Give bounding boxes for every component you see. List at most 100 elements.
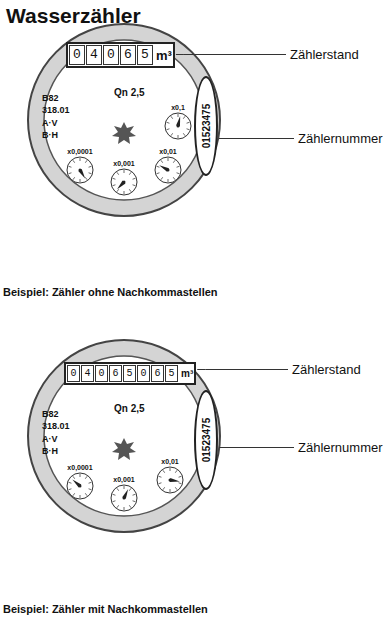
dial-multiplier: x0,0001 <box>67 464 92 471</box>
dial-tick <box>170 489 171 492</box>
dial-tick <box>117 505 119 507</box>
dial-tick <box>159 476 162 478</box>
dial <box>67 473 93 499</box>
dial <box>165 113 191 139</box>
dial-tick <box>113 184 116 186</box>
dial-multiplier: x0,01 <box>159 148 177 155</box>
counter-digit: 4 <box>86 45 102 65</box>
dial-tick <box>177 172 180 174</box>
dial-hub <box>167 169 170 172</box>
dial-tick <box>113 494 116 496</box>
dial-tick <box>89 482 92 484</box>
dial-tick <box>157 166 160 168</box>
dial-tick <box>175 470 177 472</box>
caption: Beispiel: Zähler ohne Nachkommastellen <box>3 286 218 298</box>
dial-tick <box>178 135 179 138</box>
dial-tick <box>80 179 81 182</box>
dial-tick <box>133 500 136 502</box>
dial-tick <box>171 133 173 135</box>
counter-digit: 6 <box>120 45 136 65</box>
counter-digit: 5 <box>137 45 153 65</box>
dial-tick <box>157 172 160 174</box>
dial-tick <box>124 507 125 510</box>
dials <box>67 113 191 511</box>
dial-tick <box>163 470 165 472</box>
title: Wasserzähler <box>6 4 141 28</box>
dial-hub <box>79 485 82 488</box>
dial-tick <box>85 493 87 495</box>
dial-tick <box>168 179 169 182</box>
counter-digit: 5 <box>165 365 178 382</box>
counter-display: 04065m³ <box>66 42 175 68</box>
dial-tick <box>129 172 131 174</box>
dial-tick <box>89 172 92 174</box>
counter-digit: 4 <box>81 365 94 382</box>
counter-digit: 6 <box>109 365 122 382</box>
dial-tick <box>69 166 72 168</box>
meter-marking: B82 <box>42 410 59 419</box>
dial <box>111 485 137 511</box>
dial-tick <box>73 476 75 478</box>
counter-digit: 6 <box>151 365 164 382</box>
dial <box>155 157 181 183</box>
counter-display: 04065065m³ <box>64 362 196 385</box>
dial-tick <box>167 128 170 130</box>
dial-needle <box>78 169 85 179</box>
dial-tick <box>117 488 119 490</box>
dial-hub <box>123 497 126 500</box>
dial-tick <box>178 114 179 117</box>
dial-tick <box>80 495 81 498</box>
dial-tick <box>167 122 170 124</box>
dial-tick <box>159 482 162 484</box>
dial-needle <box>117 181 125 190</box>
dial-tick <box>179 476 182 478</box>
dial-tick <box>89 166 92 168</box>
dial-tick <box>80 474 81 477</box>
dial-tick <box>173 177 175 179</box>
unit: m³ <box>156 48 172 63</box>
dial <box>67 157 93 183</box>
dial-tick <box>124 191 125 194</box>
callout-label: Zählerstand <box>290 47 359 62</box>
dial-tick <box>133 184 136 186</box>
dial-tick <box>69 488 72 490</box>
dial-multiplier: x0,1 <box>171 104 185 111</box>
dial-tick <box>187 122 190 124</box>
dial-tick <box>69 172 72 174</box>
nominal-flow: Qn 2,5 <box>114 404 145 414</box>
dial-tick <box>113 178 116 180</box>
callout-label: Zählernummer <box>298 440 383 455</box>
unit: m³ <box>181 368 193 379</box>
callout-label: Zählernummer <box>298 131 383 146</box>
meter-number: 01523475 <box>201 104 212 149</box>
meter-marking: A·V <box>42 435 58 444</box>
callout-label: Zählerstand <box>292 362 361 377</box>
counter-digit: 5 <box>123 365 136 382</box>
counter-digit: 0 <box>137 365 150 382</box>
nominal-flow: Qn 2,5 <box>114 88 145 98</box>
meter-number-oval: 01523475 <box>194 390 218 490</box>
dial-tick <box>73 493 75 495</box>
dial-tick <box>171 116 173 118</box>
meter-marking: 318.01 <box>42 422 70 431</box>
dial-tick <box>69 482 72 484</box>
dial-tick <box>85 160 87 162</box>
dial-needle <box>122 489 128 499</box>
meter-number-oval: 01523475 <box>194 76 218 176</box>
leader-line <box>176 54 286 55</box>
meter-face: B82318.01A·VB·HQn 2,504065m³01523475 <box>28 24 220 216</box>
dial-tick <box>183 116 185 118</box>
meter-marking: B82 <box>42 94 59 103</box>
dial-tick <box>85 476 87 478</box>
meter-marking: 318.01 <box>42 106 70 115</box>
dial <box>157 467 183 493</box>
dial-tick <box>124 486 125 489</box>
dial-tick <box>177 166 180 168</box>
dial-needle <box>72 480 81 488</box>
dial-tick <box>80 158 81 161</box>
counter-digit: 0 <box>67 365 80 382</box>
dial-hub <box>169 479 172 482</box>
dial-tick <box>129 505 131 507</box>
